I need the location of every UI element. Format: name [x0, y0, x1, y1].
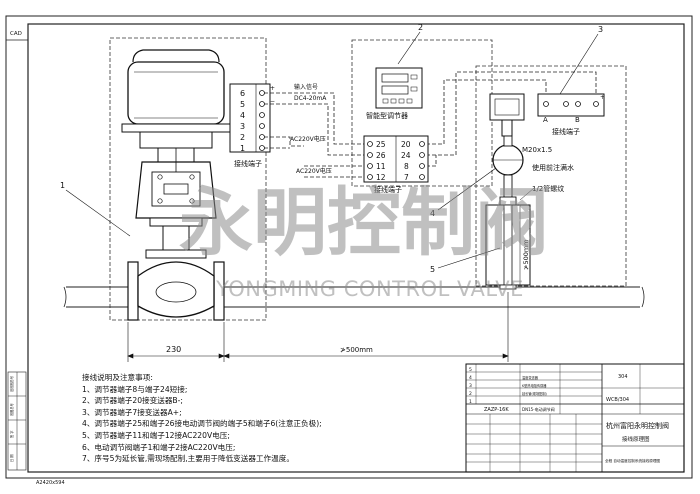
- valve-boundary: [109, 37, 267, 321]
- transmitter-install-note: 使用前注满水: [532, 163, 574, 172]
- inner-frame: [27, 23, 685, 473]
- callout-4: 4: [430, 209, 435, 218]
- valve-terminal-6: 6: [240, 89, 245, 98]
- temperature-transmitter: [485, 93, 531, 290]
- side-label-4: 日 期: [9, 455, 14, 462]
- wiring-notes: 接线说明及注意事项: 1、调节器端子8与端子24短接; 2、调节器端子20接变送…: [82, 372, 322, 465]
- transmitter-terminal-b: B: [575, 116, 580, 124]
- watermark-cn: 永明控制阀: [179, 180, 549, 266]
- tb-small-3: 延长管(现场配制): [522, 391, 547, 396]
- extension-length: ≯500mm: [522, 239, 530, 270]
- electric-control-valve: [121, 49, 231, 321]
- tb-model-small: DN15-电动调节阀: [522, 406, 555, 412]
- note-item-6: 6、电动调节阀端子1和端子2接AC220V电压;: [82, 442, 236, 452]
- valve-terminal-4: 4: [240, 111, 245, 120]
- side-label-2: 底图总号: [9, 403, 14, 416]
- valve-terminal-label: 接线端子: [234, 159, 262, 168]
- row-2: 2: [469, 391, 472, 397]
- controller-terminal-25: 25: [376, 140, 386, 149]
- transmitter-terminal-block: [537, 93, 605, 117]
- controller-terminal-11: 11: [376, 162, 386, 171]
- note-item-5: 5、调节器端子11和端子12接AC220V电压;: [82, 430, 230, 440]
- dim-230: 230: [166, 345, 181, 354]
- pipe-thread-leader: [519, 187, 535, 201]
- row-5: 5: [469, 367, 472, 373]
- intelligent-controller: [375, 67, 423, 109]
- valve-terminal-2: 2: [240, 133, 245, 142]
- controller-terminal-26: 26: [376, 151, 386, 160]
- wiring: [264, 71, 597, 178]
- notes-title: 接线说明及注意事项:: [82, 373, 153, 382]
- valve-power-label: AC220V电压: [290, 135, 326, 143]
- valve-plus-sign: +: [270, 85, 275, 92]
- tb-doc-no: WCB/304: [606, 397, 629, 403]
- controller-terminal-8: 8: [404, 162, 409, 171]
- transmitter-terminal-a: A: [543, 116, 548, 124]
- note-item-4: 4、调节器端子25和端子26接电动调节阀的端子5和端子6(注意正负极);: [82, 419, 322, 429]
- transmitter-thread: M20x1.5: [522, 146, 552, 154]
- input-signal-label: 输入信号: [294, 83, 318, 91]
- row-3: 3: [469, 383, 472, 389]
- side-label-3: 签 字: [9, 431, 14, 438]
- valve-minus-sign: −: [270, 98, 275, 105]
- callout-3: 3: [598, 25, 603, 34]
- tb-desc: 全程 自动温度控制系统接线原理图: [605, 458, 660, 463]
- tb-company: 杭州富阳永明控制阀: [606, 421, 669, 430]
- valve-terminal-5: 5: [240, 100, 245, 109]
- note-item-3: 3、调节器端子7接变送器A+;: [82, 407, 182, 417]
- note-item-2: 2、调节器端子20接变送器B-;: [82, 396, 183, 406]
- transmitter-terminal-label: 接线端子: [552, 127, 580, 136]
- sheet-size: A2420x594: [36, 480, 65, 486]
- callout-leaders: [65, 31, 599, 269]
- callout-1: 1: [60, 181, 65, 190]
- controller-terminal-block: [363, 135, 429, 183]
- watermark-en: YONGMING CONTROL VALVE: [215, 277, 524, 301]
- transmitter-boundary: [475, 65, 627, 287]
- valve-terminal-3: 3: [240, 122, 245, 131]
- dim-500mm: ≯500mm: [340, 346, 373, 354]
- tb-drawing-name: 接线原理图: [622, 435, 650, 443]
- outer-frame: [5, 15, 693, 479]
- valve-terminal-block: [229, 83, 271, 153]
- controller-title: 智能型调节器: [366, 111, 408, 120]
- side-strip: 旧底图总号 底图总号 签 字 日 期: [7, 371, 27, 471]
- valve-terminal-1: 1: [240, 144, 245, 153]
- controller-terminal-label: 接线端子: [374, 185, 402, 194]
- note-item-7: 7、序号5为延长管,需现场配制,主要用于降低变送器工作温度。: [82, 454, 294, 464]
- callout-2: 2: [418, 23, 423, 32]
- side-label-1: 旧底图总号: [9, 376, 14, 392]
- row-4: 4: [469, 375, 472, 381]
- controller-terminal-12: 12: [376, 173, 386, 182]
- tb-small-2: K型热电阻传感器: [522, 383, 547, 388]
- callout-5: 5: [430, 265, 435, 274]
- cad-tag: CAD: [10, 31, 22, 37]
- controller-power-label: AC220V电压: [296, 167, 332, 175]
- controller-terminal-20: 20: [401, 140, 411, 149]
- dimension-lines: [127, 292, 509, 362]
- controller-terminal-24: 24: [401, 151, 411, 160]
- input-signal-range: DC4-20mA: [294, 95, 327, 102]
- tb-product: ZAZP-16K: [484, 407, 509, 413]
- row-1: 1: [469, 399, 472, 405]
- note-item-1: 1、调节器端子8与端子24短接;: [82, 384, 188, 394]
- transmitter-pipe-thread: 1/2管螺纹: [532, 184, 564, 193]
- tb-code: 304: [618, 374, 628, 380]
- controller-terminal-7: 7: [404, 173, 409, 182]
- title-block: [465, 363, 685, 473]
- transmitter-plus-sign: +: [600, 94, 605, 101]
- tb-small-1: 温度变送器: [522, 375, 539, 380]
